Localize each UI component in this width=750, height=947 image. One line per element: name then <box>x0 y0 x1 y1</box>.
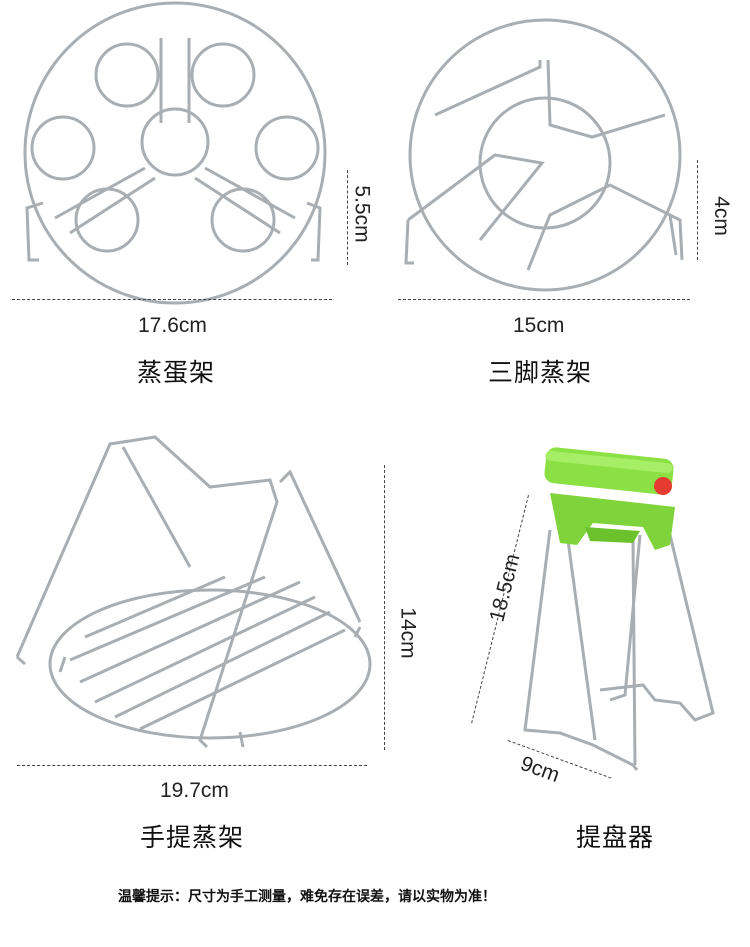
handle-rack-height-label: 14cm <box>396 607 420 659</box>
handle-rack-height-line <box>384 465 385 750</box>
handle-rack-width-label: 19.7cm <box>160 779 229 802</box>
handle-rack-image <box>15 435 372 749</box>
plate-clip-name: 提盘器 <box>576 823 655 852</box>
tripod-rack-image <box>404 18 684 292</box>
tripod-rack-width-line <box>398 299 690 300</box>
tripod-rack-height-line <box>697 160 698 260</box>
tripod-rack-name: 三脚蒸架 <box>488 358 593 387</box>
handle-rack-name: 手提蒸架 <box>140 823 245 852</box>
footer-note: 温馨提示：尺寸为手工测量，难免存在误差，请以实物为准！ <box>118 889 496 905</box>
tripod-rack-height-label: 4cm <box>709 196 733 236</box>
handle-rack-width-line <box>17 765 367 766</box>
egg-rack-width-label: 17.6cm <box>138 314 207 337</box>
plate-clip-image <box>523 447 715 771</box>
egg-rack-name: 蒸蛋架 <box>137 358 216 387</box>
egg-rack-image <box>23 1 327 305</box>
egg-rack-width-line <box>12 299 332 300</box>
egg-rack-height-label: 5.5cm <box>350 185 374 243</box>
egg-rack-height-line <box>347 170 348 265</box>
tripod-rack-width-label: 15cm <box>513 314 565 337</box>
